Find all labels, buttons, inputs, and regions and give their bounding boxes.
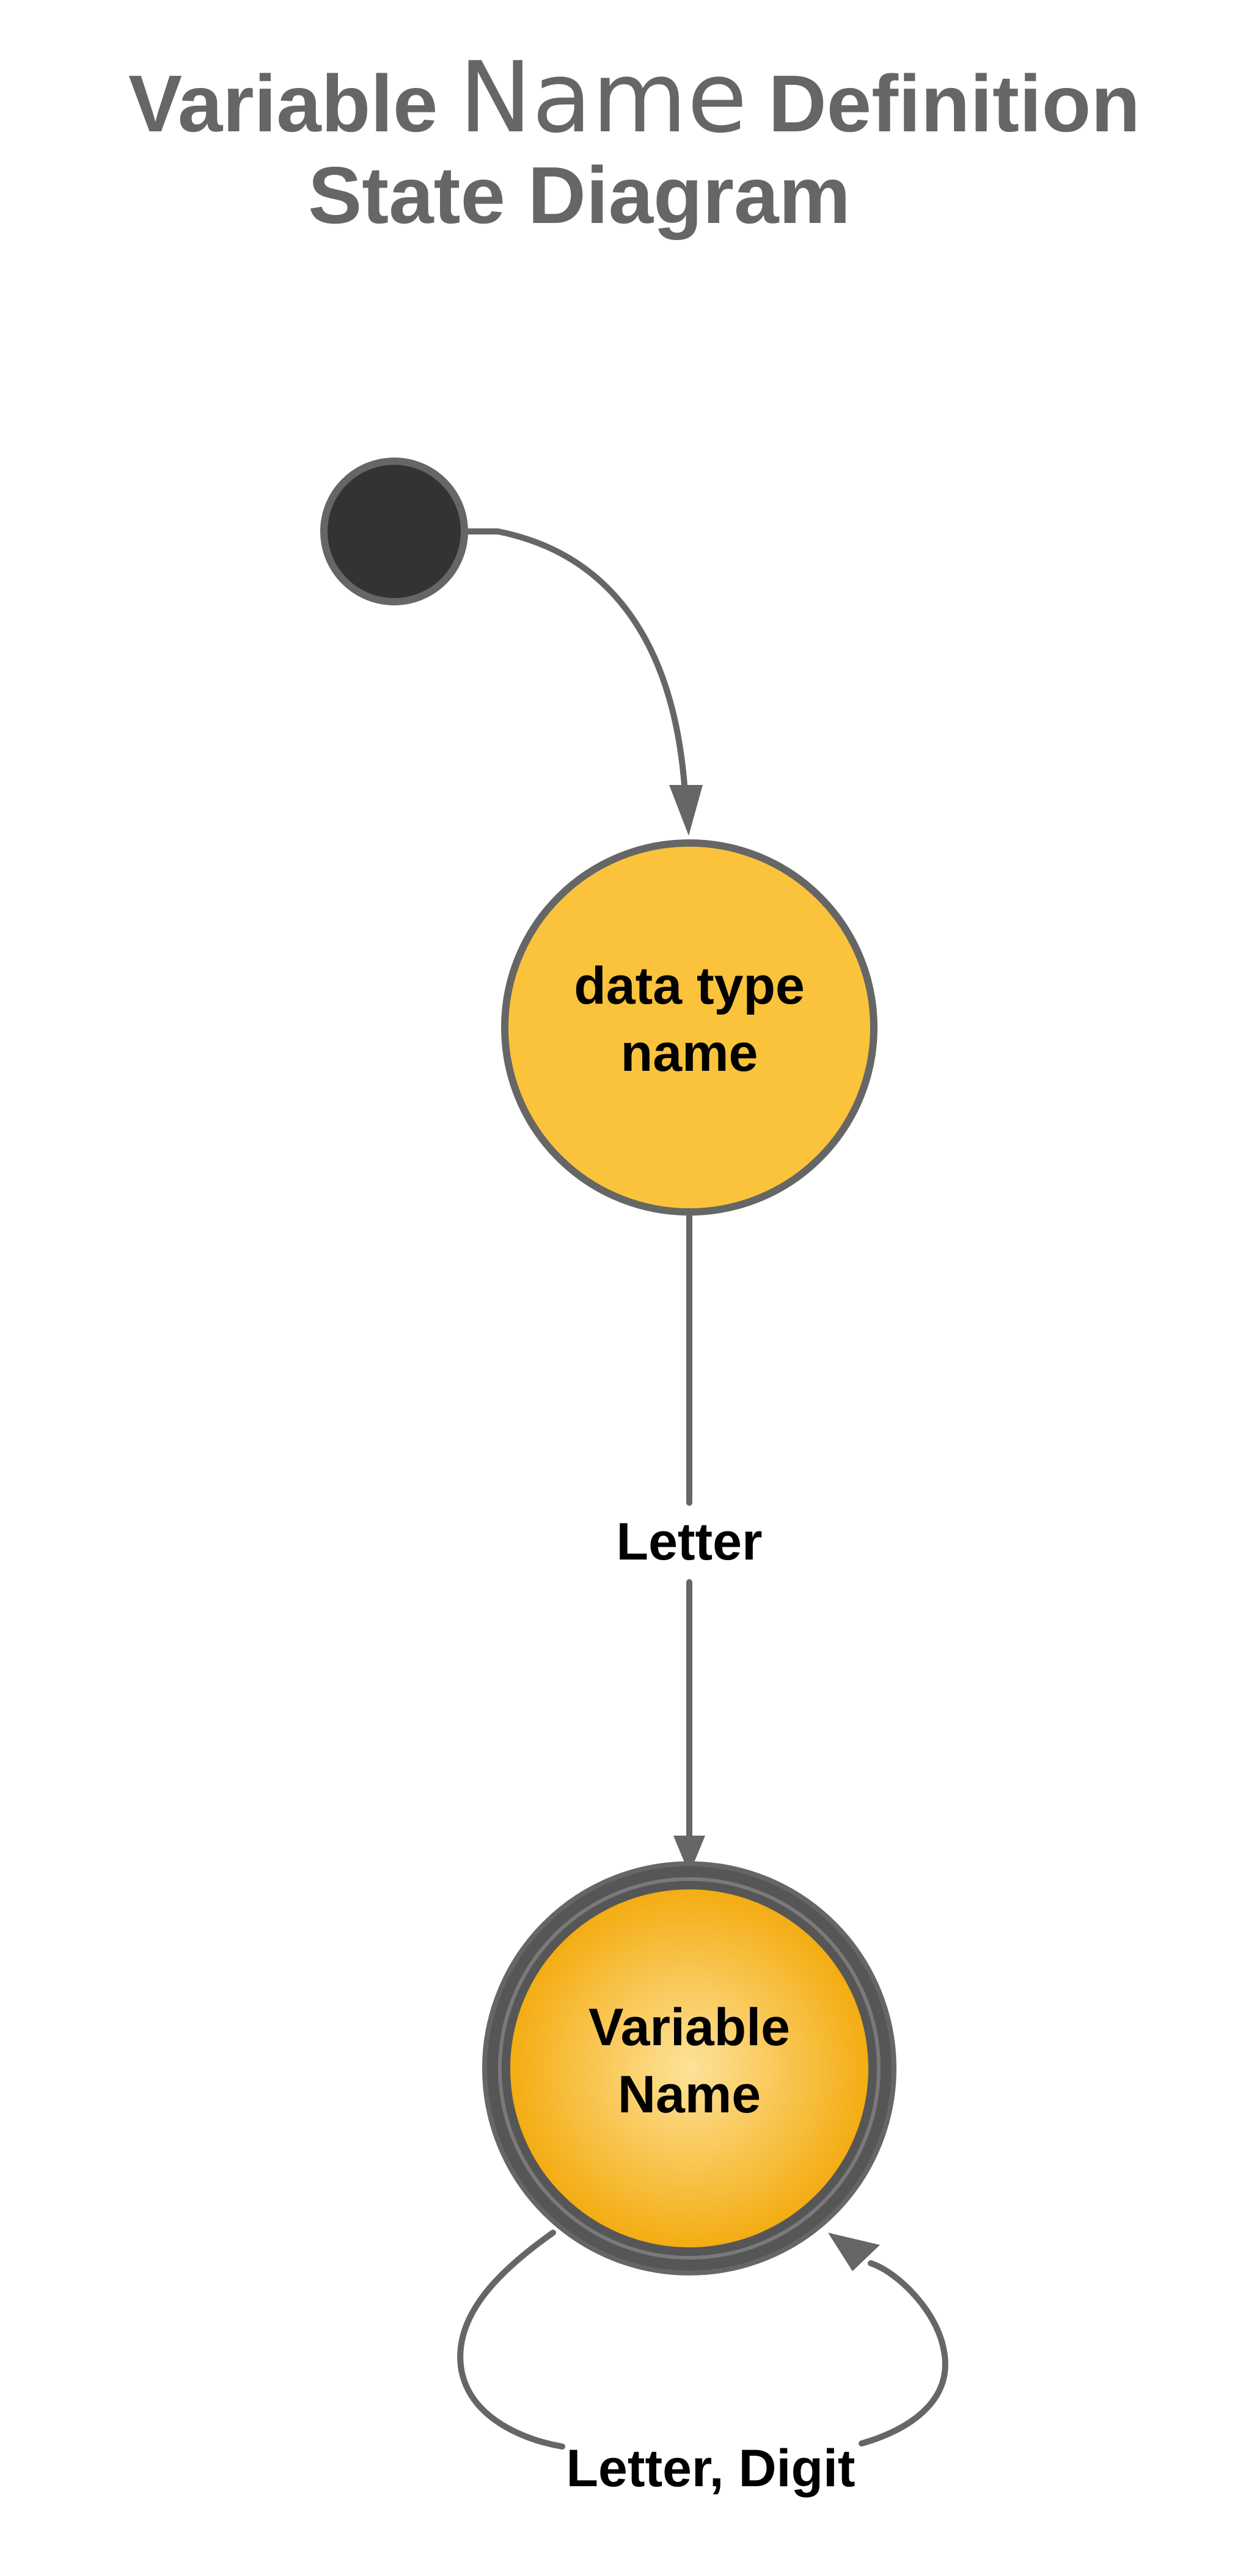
- transition-self-loop: Letter, Digit: [457, 2230, 948, 2498]
- title-line-2: State Diagram: [308, 150, 851, 240]
- self-loop-label: Letter, Digit: [566, 2439, 855, 2498]
- state-variable-name-label-line1: Variable: [588, 1998, 790, 2057]
- state-variable-name-label-line2: Name: [618, 2065, 761, 2124]
- state-data-type-name-circle: [501, 839, 878, 1216]
- title-word-definition: Definition: [768, 59, 1140, 148]
- self-loop-edge-left: [457, 2230, 565, 2450]
- transition-start-arrowhead: [669, 785, 703, 836]
- transition-start-edge: [464, 528, 687, 788]
- title-word-variable: Variable: [128, 59, 438, 148]
- initial-state: [320, 458, 468, 605]
- transition-letter: Letter: [617, 1210, 763, 1874]
- transition-letter-label: Letter: [617, 1512, 763, 1571]
- title-word-name: Name: [459, 40, 747, 155]
- self-loop-edge-right: [859, 2260, 948, 2446]
- transition-start: [464, 528, 703, 836]
- state-data-type-name-label-line2: name: [621, 1024, 758, 1082]
- state-variable-name-inner-ring: [498, 1877, 881, 2260]
- state-variable-name: Variable Name: [482, 1861, 896, 2275]
- state-data-type-name: data type name: [501, 839, 878, 1216]
- transition-letter-arrowhead: [673, 1836, 705, 1874]
- state-data-type-name-label-line1: data type: [574, 957, 805, 1015]
- diagram-title: Variable Name Definition State Diagram: [128, 40, 1140, 240]
- self-loop-arrowhead: [828, 2233, 880, 2271]
- title-line-1: Variable Name Definition: [128, 40, 1140, 155]
- state-variable-name-circle: [510, 1889, 868, 2247]
